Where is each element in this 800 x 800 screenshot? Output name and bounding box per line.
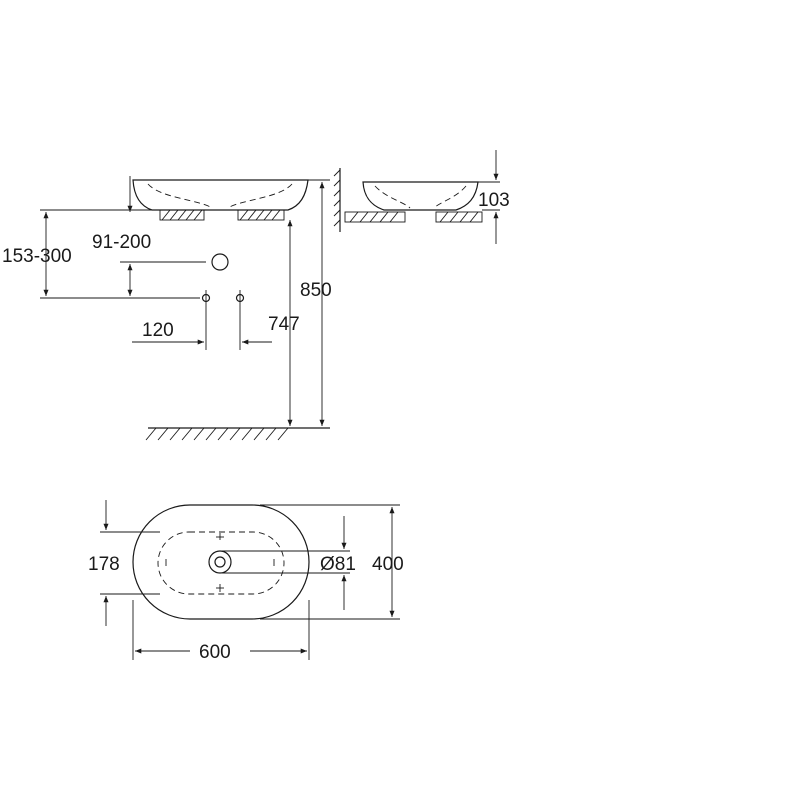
drain-outlet-circle	[211, 253, 229, 271]
floor-hatch	[145, 427, 289, 441]
plan-view: Ø81 400 178 600	[88, 500, 404, 663]
dim-total-height: 850	[300, 280, 332, 301]
wall-hatch	[333, 169, 341, 227]
dim-basin-depth: 400	[372, 554, 404, 575]
basin-plan-inner-dashed	[157, 531, 285, 595]
front-elevation-view: 153-300 91-200 120	[2, 176, 332, 441]
dim-inner-width: 178	[88, 554, 120, 575]
dim-drain-height: 91-200	[92, 232, 151, 253]
countertop-left-hatch	[159, 209, 205, 221]
dim-tap-spacing: 120	[142, 320, 174, 341]
dim-mount-height: 153-300	[2, 246, 72, 267]
dim-basin-height: 103	[478, 190, 510, 211]
basin-side-outline	[362, 181, 479, 211]
dim-counter-height: 747	[268, 314, 300, 335]
side-counter-hatch	[344, 211, 483, 223]
drain-plan-outer	[208, 550, 232, 574]
drain-plan-inner	[214, 556, 226, 568]
dim-basin-width: 600	[199, 642, 231, 663]
dim-drain-diameter: Ø81	[320, 554, 356, 575]
basin-plan-outline	[132, 504, 310, 620]
basin-inner-dashed	[147, 183, 293, 209]
basin-front-outline	[132, 179, 309, 211]
side-elevation-view: 103	[333, 150, 510, 244]
countertop-right-hatch	[237, 209, 285, 221]
